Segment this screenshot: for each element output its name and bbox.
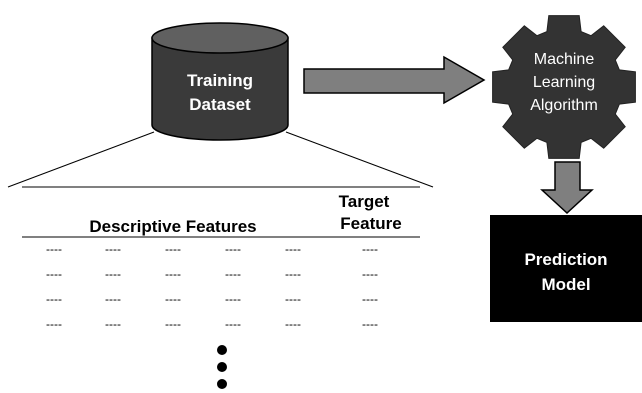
descriptive-feature-cell: ---- bbox=[105, 242, 121, 256]
table-row: ---- ---- ---- ---- ---- ---- bbox=[46, 292, 378, 306]
descriptive-feature-cell: ---- bbox=[105, 317, 121, 331]
expansion-line-left bbox=[7, 131, 155, 188]
descriptive-feature-cell: ---- bbox=[225, 292, 241, 306]
expansion-line-right bbox=[285, 131, 434, 188]
algorithm-label-line2: Learning bbox=[533, 74, 595, 91]
training-dataset: Training Dataset bbox=[151, 22, 289, 141]
training-dataset-label-line2: Dataset bbox=[189, 95, 251, 114]
ellipsis-dot bbox=[217, 362, 227, 372]
descriptive-feature-cell: ---- bbox=[105, 292, 121, 306]
vertical-ellipsis-icon bbox=[217, 345, 227, 389]
target-feature-header-line1: Target bbox=[339, 192, 390, 211]
descriptive-feature-cell: ---- bbox=[165, 242, 181, 256]
prediction-model: Prediction Model bbox=[490, 215, 642, 322]
table-row: ---- ---- ---- ---- ---- ---- bbox=[46, 267, 378, 281]
descriptive-feature-cell: ---- bbox=[225, 317, 241, 331]
target-feature-header-line2: Feature bbox=[340, 214, 401, 233]
table-row: ---- ---- ---- ---- ---- ---- bbox=[46, 317, 378, 331]
descriptive-feature-cell: ---- bbox=[46, 242, 62, 256]
descriptive-feature-cell: ---- bbox=[225, 267, 241, 281]
descriptive-feature-cell: ---- bbox=[46, 292, 62, 306]
target-feature-cell: ---- bbox=[362, 242, 378, 256]
algorithm-label-line1: Machine bbox=[534, 51, 595, 68]
prediction-model-box bbox=[490, 215, 642, 322]
descriptive-feature-cell: ---- bbox=[285, 317, 301, 331]
arrow-to-model bbox=[540, 161, 594, 215]
descriptive-feature-cell: ---- bbox=[105, 267, 121, 281]
descriptive-feature-cell: ---- bbox=[165, 267, 181, 281]
descriptive-feature-cell: ---- bbox=[165, 292, 181, 306]
table-body: ----------------------------------------… bbox=[46, 242, 378, 331]
machine-learning-algorithm: Machine Learning Algorithm bbox=[492, 15, 636, 159]
descriptive-feature-cell: ---- bbox=[285, 267, 301, 281]
algorithm-label-line3: Algorithm bbox=[530, 97, 598, 114]
descriptive-feature-cell: ---- bbox=[165, 317, 181, 331]
cylinder-top bbox=[151, 22, 289, 54]
prediction-model-label-line2: Model bbox=[541, 275, 590, 294]
descriptive-feature-cell: ---- bbox=[46, 317, 62, 331]
descriptive-feature-cell: ---- bbox=[225, 242, 241, 256]
training-dataset-label-line1: Training bbox=[187, 71, 253, 90]
ellipsis-dot bbox=[217, 345, 227, 355]
ellipsis-dot bbox=[217, 379, 227, 389]
prediction-model-label-line1: Prediction bbox=[524, 250, 607, 269]
target-feature-cell: ---- bbox=[362, 317, 378, 331]
arrow-to-algorithm bbox=[303, 55, 486, 105]
gear-icon bbox=[492, 15, 636, 159]
descriptive-feature-cell: ---- bbox=[46, 267, 62, 281]
descriptive-features-header: Descriptive Features bbox=[89, 217, 256, 236]
feature-table: Descriptive Features Target Feature ----… bbox=[22, 186, 420, 331]
descriptive-feature-cell: ---- bbox=[285, 292, 301, 306]
target-feature-cell: ---- bbox=[362, 267, 378, 281]
table-row: ---- ---- ---- ---- ---- ---- bbox=[46, 242, 378, 256]
database-cylinder-icon bbox=[151, 37, 289, 141]
target-feature-cell: ---- bbox=[362, 292, 378, 306]
descriptive-feature-cell: ---- bbox=[285, 242, 301, 256]
